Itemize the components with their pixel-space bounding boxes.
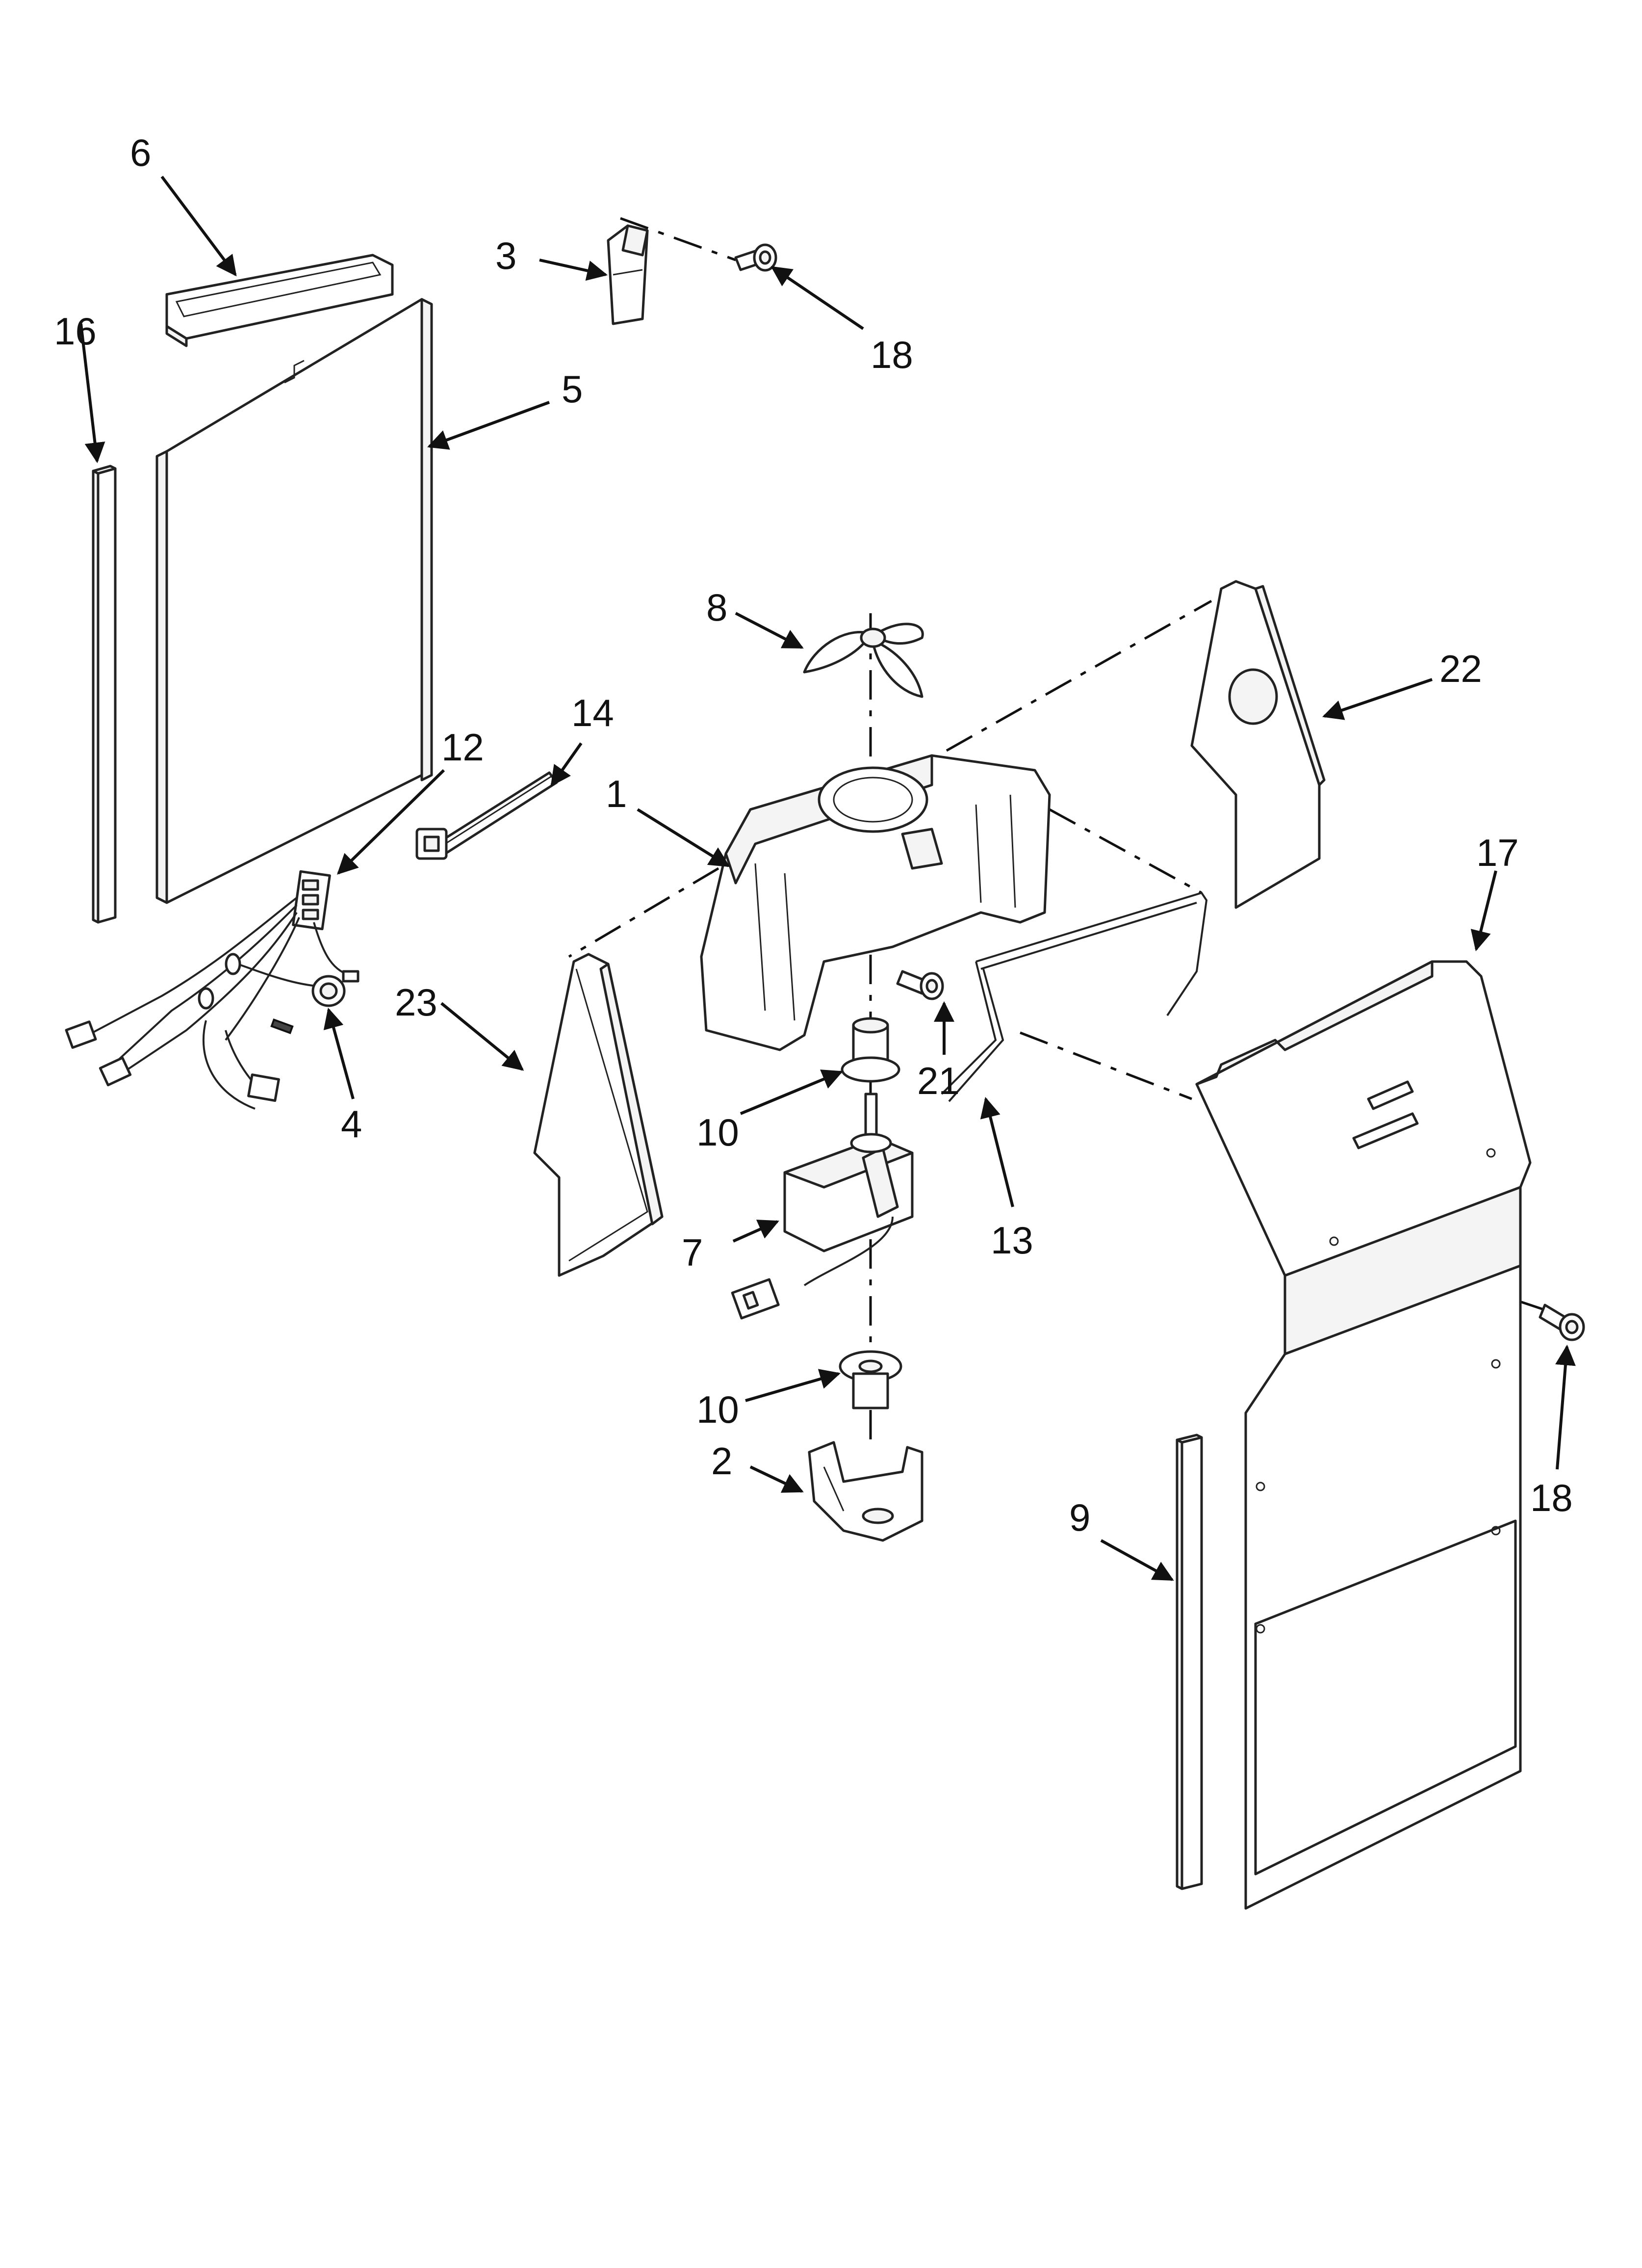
part-18-screw-right — [1539, 1303, 1585, 1341]
part-22-baffle-right — [1190, 580, 1326, 909]
callout-7: 7 — [682, 1231, 703, 1274]
part-9-foam-strip — [1176, 1434, 1203, 1890]
callout-17: 17 — [1476, 831, 1519, 874]
callout-1: 1 — [606, 772, 627, 815]
callout-22: 22 — [1439, 647, 1482, 690]
callout-9: 9 — [1069, 1496, 1090, 1539]
callout-18-top: 18 — [871, 333, 913, 376]
callout-6: 6 — [130, 131, 151, 174]
part-18-screw-top — [734, 243, 777, 272]
callout-13: 13 — [991, 1219, 1033, 1262]
callout-16: 16 — [54, 310, 97, 353]
callout-labels: 6 3 18 16 5 8 22 14 12 1 17 23 21 4 10 1… — [54, 131, 1573, 1539]
part-8-fan-blade — [803, 623, 924, 698]
callout-8: 8 — [706, 586, 727, 629]
part-10-bushing-top — [841, 1017, 900, 1083]
callout-18-right: 18 — [1530, 1476, 1573, 1519]
part-23-baffle-left — [533, 953, 664, 1277]
part-14-cable-tie — [415, 771, 558, 860]
part-10-bushing-bottom — [839, 1350, 902, 1409]
part-12-wire-harness — [65, 870, 359, 1110]
part-6-cap — [165, 254, 394, 347]
part-3-air-duct — [607, 224, 649, 325]
callout-12: 12 — [441, 726, 484, 769]
part-4-grommet — [311, 975, 346, 1007]
callout-10-bottom: 10 — [696, 1388, 739, 1431]
callout-21: 21 — [917, 1059, 960, 1102]
callout-23: 23 — [395, 981, 437, 1024]
part-13-wire-bracket — [941, 891, 1208, 1102]
callout-10-top: 10 — [696, 1111, 739, 1154]
callout-4: 4 — [341, 1102, 362, 1146]
callout-14: 14 — [571, 691, 614, 734]
part-2-motor-bracket — [808, 1441, 924, 1542]
part-21-screw — [896, 970, 944, 1000]
part-7-fan-motor — [731, 1093, 914, 1320]
callout-5: 5 — [562, 367, 583, 411]
part-1-fan-housing — [700, 754, 1051, 1051]
callout-3: 3 — [495, 234, 516, 277]
part-17-rear-cover — [1195, 960, 1532, 1910]
part-16-foam-strip — [92, 465, 117, 924]
callout-2: 2 — [711, 1439, 732, 1483]
leader-lines — [79, 176, 1576, 1581]
part-5-evaporator — [155, 298, 433, 904]
